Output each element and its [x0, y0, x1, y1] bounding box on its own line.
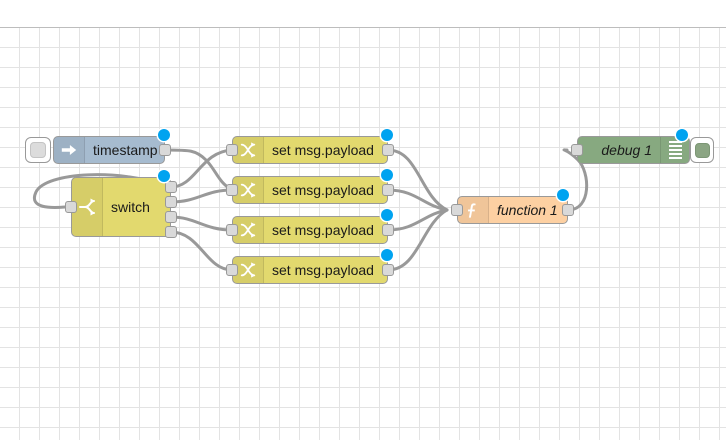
inject-button-inner: [30, 142, 46, 158]
switch-output-port-1[interactable]: [165, 181, 177, 193]
function-1-input-port[interactable]: [451, 204, 463, 216]
change-swap-icon: [233, 177, 264, 203]
switch-status-dot: [158, 170, 170, 182]
node-debug-1[interactable]: debug 1: [577, 136, 690, 164]
change-1-label: set msg.payload: [272, 142, 374, 158]
change-swap-icon: [233, 257, 264, 283]
node-inject-timestamp[interactable]: timestamp: [53, 136, 165, 164]
node-function-1[interactable]: function 1: [457, 196, 568, 224]
change-4-label: set msg.payload: [272, 262, 374, 278]
node-change-1[interactable]: set msg.payload: [232, 136, 388, 164]
editor-header-band: [0, 0, 726, 28]
debug-1-input-port[interactable]: [571, 144, 583, 156]
change-swap-icon: [233, 217, 264, 243]
inject-arrow-icon: [54, 137, 85, 163]
change-1-input-port[interactable]: [226, 144, 238, 156]
change-1-output-port[interactable]: [382, 144, 394, 156]
change-2-label: set msg.payload: [272, 182, 374, 198]
change-3-input-port[interactable]: [226, 224, 238, 236]
function-1-label: function 1: [497, 202, 558, 218]
switch-output-port-3[interactable]: [165, 211, 177, 223]
inject-node-label: timestamp: [93, 142, 158, 158]
switch-node-label: switch: [111, 199, 150, 215]
change-3-label: set msg.payload: [272, 222, 374, 238]
debug-1-label: debug 1: [601, 142, 652, 158]
change-1-status-dot: [381, 129, 393, 141]
node-change-4[interactable]: set msg.payload: [232, 256, 388, 284]
change-swap-icon: [233, 137, 264, 163]
change-4-output-port[interactable]: [382, 264, 394, 276]
change-2-output-port[interactable]: [382, 184, 394, 196]
change-3-output-port[interactable]: [382, 224, 394, 236]
node-switch[interactable]: switch: [71, 177, 171, 237]
debug-lines-icon: [660, 137, 689, 163]
debug-button-inner: [694, 142, 710, 158]
change-4-status-dot: [381, 249, 393, 261]
inject-trigger-button[interactable]: [25, 137, 51, 163]
function-1-output-port[interactable]: [562, 204, 574, 216]
switch-branch-icon: [72, 178, 103, 236]
node-change-3[interactable]: set msg.payload: [232, 216, 388, 244]
switch-output-port-2[interactable]: [165, 196, 177, 208]
inject-status-dot: [158, 129, 170, 141]
inject-output-port[interactable]: [159, 144, 171, 156]
change-2-input-port[interactable]: [226, 184, 238, 196]
node-change-2[interactable]: set msg.payload: [232, 176, 388, 204]
change-4-input-port[interactable]: [226, 264, 238, 276]
change-3-status-dot: [381, 209, 393, 221]
switch-input-port[interactable]: [65, 201, 77, 213]
debug-toggle-button[interactable]: [690, 137, 714, 163]
function-1-status-dot: [557, 189, 569, 201]
debug-1-status-dot: [676, 129, 688, 141]
change-2-status-dot: [381, 169, 393, 181]
function-f-icon: [458, 197, 489, 223]
switch-output-port-4[interactable]: [165, 226, 177, 238]
